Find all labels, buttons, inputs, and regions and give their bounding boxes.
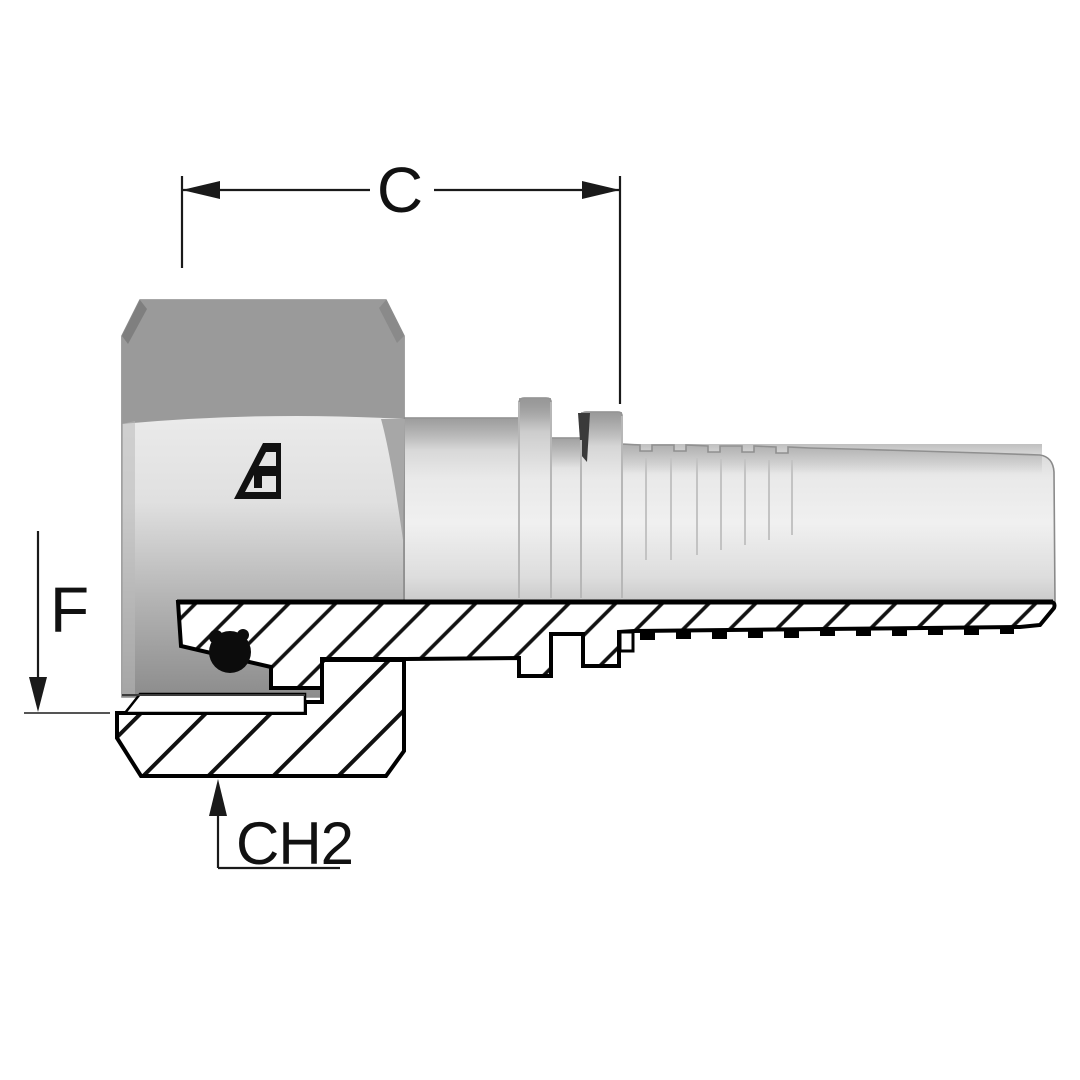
nut-chamfer-left (122, 300, 147, 344)
c-arrow-left-icon (182, 181, 220, 199)
dimension-c (180, 176, 622, 404)
f-arrow-down-icon (29, 677, 47, 712)
c-arrow-right-icon (582, 181, 620, 199)
nut-left-shade (122, 421, 135, 695)
column-edges (518, 402, 623, 598)
nut-right-junction-shade (381, 419, 405, 540)
groove-top-shade (551, 438, 581, 468)
manufacturer-logo-icon (234, 443, 281, 499)
barb-teeth (640, 627, 1014, 640)
c-dim-label: C (377, 154, 423, 226)
tooling-marks (645, 458, 793, 560)
nut-top-facet (122, 300, 404, 424)
dimension-ch2 (209, 779, 340, 870)
hex-nut (121, 299, 405, 698)
stem-section-hatch (175, 600, 1057, 690)
dimension-f (24, 531, 110, 714)
ch2-arrow-up-icon (209, 779, 227, 816)
fitting-body (403, 397, 1056, 603)
stem-step (618, 630, 635, 653)
tail-top-shade (622, 444, 1042, 474)
ring1-top-shade (519, 398, 551, 432)
ch2-dim-label: CH2 (236, 810, 353, 877)
nut-bore-gap (122, 692, 307, 715)
seal-oring (209, 629, 251, 673)
nut-chamfer-right (379, 300, 404, 343)
f-dim-label: F (50, 574, 89, 646)
cylinder-top-shade (404, 418, 519, 450)
